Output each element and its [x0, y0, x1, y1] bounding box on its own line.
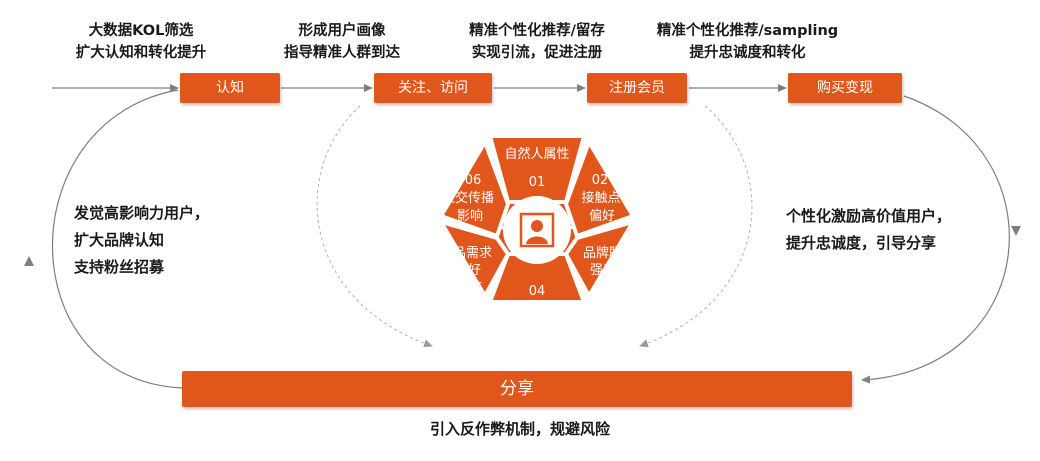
user-portrait-icon [519, 212, 555, 248]
left-text-line: 扩大品牌认知 [74, 231, 165, 249]
caption-line: 精准个性化推荐/sampling [656, 23, 839, 39]
caption-registration: 精准个性化推荐/留存 实现引流，促进注册 [447, 20, 627, 64]
seg2-label2: 偏好 [589, 209, 615, 224]
seg5-label1: 产品需求 [440, 246, 492, 261]
caption-attention: 形成用户画像 指导精准人群到达 [262, 20, 422, 64]
left-loop-arrow [52, 89, 183, 389]
stage-follow-visit: 关注、访问 [374, 73, 492, 103]
left-description: 发觉高影响力用户， 扩大品牌认知 支持粉丝招募 [74, 200, 209, 281]
seg4-label2: 偏好 [524, 319, 550, 334]
share-bar: 分享 [182, 371, 852, 407]
stage-purchase: 购买变现 [788, 73, 902, 103]
seg1-num: 01 [529, 175, 546, 190]
seg3-label2: 强度 [590, 262, 616, 278]
right-description: 个性化激励高价值用户， 提升忠诚度，引导分享 [786, 203, 951, 257]
left-text-line: 支持粉丝招募 [74, 258, 165, 276]
seg1-label: 自然人属性 [504, 146, 569, 162]
seg3-num: 03 [594, 281, 611, 296]
caption-line: 实现引流，促进注册 [471, 45, 603, 61]
seg3-label1: 品牌联系 [583, 245, 635, 261]
caption-line: 大数据KOL筛选 [88, 23, 194, 39]
right-loop-arrow [861, 95, 1010, 384]
dashed-left-arc [316, 105, 433, 348]
caption-line: 扩大认知和转化提升 [75, 45, 207, 61]
seg6-label1: 社交传播 [442, 190, 494, 206]
caption-purchase: 精准个性化推荐/sampling 提升忠诚度和转化 [640, 20, 855, 64]
seg4-label1: 营销创意 [511, 300, 563, 316]
caption-line: 精准个性化推荐/留存 [469, 23, 605, 39]
seg6-label2: 影响 [457, 208, 483, 224]
seg4-num: 04 [529, 284, 546, 299]
seg6-num: 06 [465, 173, 482, 188]
seg2-label1: 接触点 [581, 190, 620, 206]
dashed-right-arc [639, 105, 753, 348]
hex-piece-top-left [439, 140, 510, 238]
caption-line: 提升忠诚度和转化 [689, 45, 806, 61]
seg5-label2: 偏好 [455, 263, 481, 278]
right-text-line: 个性化激励高价值用户， [786, 207, 952, 225]
anti-fraud-note: 引入反作弊机制，规避风险 [429, 420, 610, 438]
stage-register-member: 注册会员 [587, 73, 687, 103]
caption-line: 指导精准人群到达 [284, 45, 400, 61]
seg2-num: 02 [592, 173, 609, 188]
caption-line: 形成用户画像 [298, 23, 386, 39]
stage-awareness: 认知 [180, 73, 280, 103]
left-text-line: 发觉高影响力用户， [74, 204, 210, 222]
seg5-num: 05 [467, 281, 484, 296]
caption-awareness: 大数据KOL筛选 扩大认知和转化提升 [56, 20, 226, 64]
right-text-line: 提升忠诚度，引导分享 [786, 234, 937, 252]
